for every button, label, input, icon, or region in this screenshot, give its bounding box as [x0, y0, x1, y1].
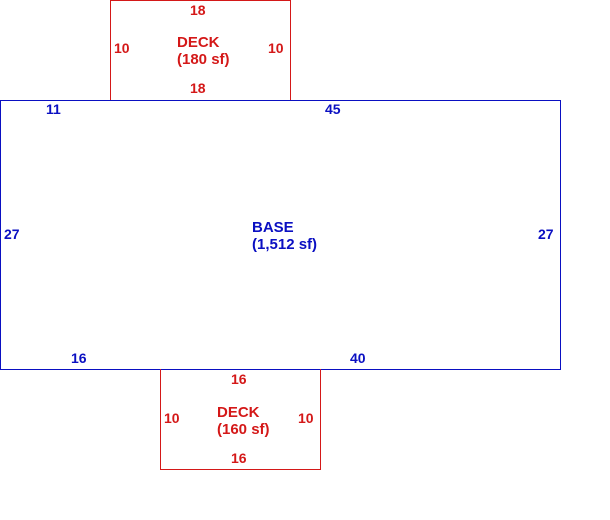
base-dim-top-left: 11	[46, 101, 61, 117]
deck-bottom-dim-top: 16	[231, 371, 247, 387]
deck-bottom-label: DECK (160 sf)	[217, 404, 270, 438]
deck-top-dim-right: 10	[268, 40, 284, 56]
deck-bottom-dim-left: 10	[164, 410, 180, 426]
base-area: (1,512 sf)	[252, 236, 318, 253]
base-dim-bottom-right: 40	[350, 350, 366, 366]
deck-bottom-dim-right: 10	[298, 410, 314, 426]
base-name: BASE	[252, 219, 294, 236]
base-outline	[0, 100, 561, 370]
deck-bottom-name: DECK	[217, 404, 260, 421]
deck-top-dim-left: 10	[114, 40, 130, 56]
deck-top-dim-bottom: 18	[190, 80, 206, 96]
base-dim-left: 27	[4, 226, 20, 242]
deck-bottom-dim-bottom: 16	[231, 450, 247, 466]
deck-top-label: DECK (180 sf)	[177, 34, 230, 68]
deck-bottom-area: (160 sf)	[217, 421, 270, 438]
deck-bottom-outline	[160, 369, 321, 470]
deck-top-name: DECK	[177, 34, 220, 51]
deck-top-outline	[110, 0, 291, 101]
base-dim-bottom-left: 16	[71, 350, 87, 366]
base-dim-top-right: 45	[325, 101, 341, 117]
deck-top-area: (180 sf)	[177, 51, 230, 68]
deck-top-dim-top: 18	[190, 2, 206, 18]
base-label: BASE (1,512 sf)	[252, 219, 317, 253]
base-dim-right: 27	[538, 226, 554, 242]
